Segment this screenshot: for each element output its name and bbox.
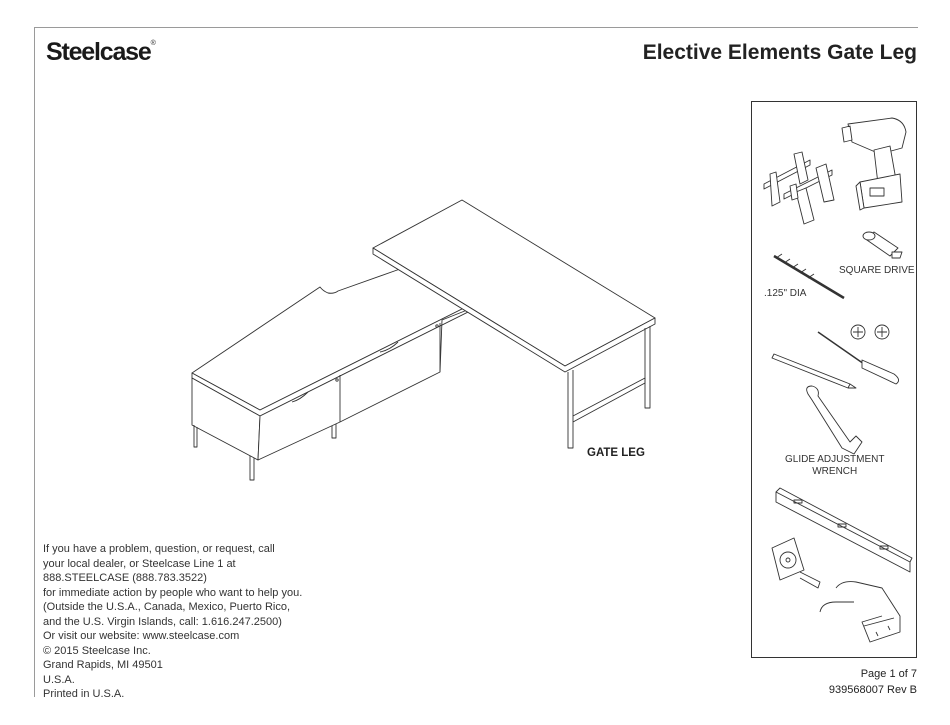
- glide-wrench-label-line1: GLIDE ADJUSTMENT: [785, 454, 885, 465]
- gate-leg-callout: GATE LEG: [587, 447, 645, 459]
- document-number: 939568007 Rev B: [828, 684, 917, 696]
- drawer-handle-left: [291, 391, 309, 403]
- contact-line: If you have a problem, question, or requ…: [43, 543, 275, 555]
- cordless-drill-icon: [841, 117, 907, 211]
- contact-information: If you have a problem, question, or requ…: [43, 542, 302, 702]
- credenza-leg-front: [249, 456, 255, 481]
- copyright-line: © 2015 Steelcase Inc.: [43, 644, 151, 657]
- lock-right: [435, 324, 439, 328]
- desk-assembly-drawing: [191, 199, 656, 481]
- gate-leg-rail: [572, 377, 646, 423]
- contact-line: and the U.S. Virgin Islands, call: 1.616…: [43, 615, 282, 628]
- steelcase-logo: Steelcase®: [46, 38, 156, 67]
- address-line: Grand Rapids, MI 49501: [43, 659, 163, 671]
- contact-line: for immediate action by people who want …: [43, 586, 303, 599]
- brand-name: Steelcase: [46, 38, 152, 66]
- contact-line: (Outside the U.S.A., Canada, Mexico, Pue…: [43, 601, 291, 613]
- lock-left: [335, 378, 339, 382]
- registered-mark: ®: [150, 40, 156, 47]
- page-title: Elective Elements Gate Leg: [642, 41, 917, 64]
- level-icon: [775, 487, 913, 573]
- bar-clamps-icon: [763, 151, 835, 225]
- country-line: U.S.A.: [43, 673, 75, 686]
- credenza-top: [191, 268, 491, 411]
- printed-line: Printed in U.S.A.: [43, 688, 125, 700]
- contact-line: your local dealer, or Steelcase Line 1 a…: [43, 557, 236, 570]
- page-number: Page 1 of 7: [860, 668, 917, 680]
- phillips-bits-icon: [850, 324, 890, 340]
- glide-wrench-label-line2: WRENCH: [812, 466, 858, 477]
- phillips-screwdriver-icon: [817, 331, 899, 385]
- contact-line: 888.STEELCASE (888.783.3522): [43, 572, 207, 584]
- glide-wrench-label: GLIDE ADJUSTMENT WRENCH: [785, 454, 884, 478]
- square-drive-bit-icon: [862, 231, 903, 259]
- tape-measure-icon: [771, 537, 821, 589]
- credenza-leg-mid: [331, 424, 337, 439]
- pencil-icon: [771, 353, 857, 389]
- frame-top-border: [34, 27, 918, 28]
- drill-bit-icon: [773, 253, 845, 300]
- desk-top-edge: [372, 247, 656, 373]
- gate-leg-front-post: [567, 370, 574, 449]
- credenza-leg-front-left: [193, 425, 198, 448]
- drawer-handle-right: [379, 341, 399, 353]
- gate-leg-rear-post: [644, 326, 651, 409]
- frame-left-border: [34, 27, 35, 697]
- website-line: Or visit our website: www.steelcase.com: [43, 630, 240, 642]
- drill-bit-label: .125" DIA: [764, 288, 807, 299]
- glide-adjustment-wrench-icon: [806, 385, 863, 455]
- square-drive-label: SQUARE DRIVE: [839, 265, 915, 276]
- bracket-icon: [819, 581, 901, 643]
- tools-required-panel: SQUARE DRIVE .125" DIA GLIDE ADJUSTMENT …: [751, 101, 917, 658]
